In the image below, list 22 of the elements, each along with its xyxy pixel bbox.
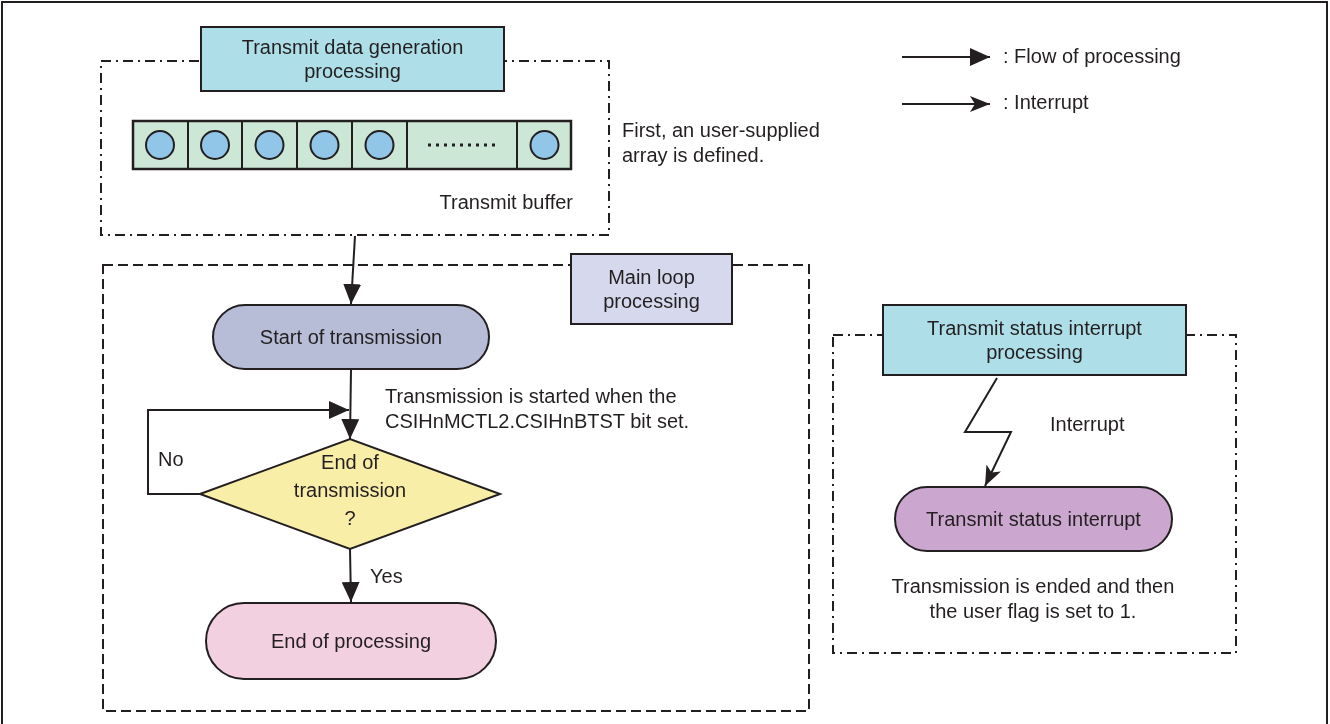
end-terminal: End of processing <box>205 602 497 680</box>
dash-dot-frame <box>100 26 610 236</box>
decision-text: End of transmission ? <box>292 450 408 531</box>
start-terminal: Start of transmission <box>212 304 490 370</box>
arrow <box>343 235 362 305</box>
buffer-array-drawing <box>132 120 572 170</box>
interrupt-terminal: Transmit status interrupt <box>894 486 1173 552</box>
arrow <box>341 548 360 603</box>
note-text: Transmit buffer <box>438 190 573 215</box>
process-title-box: Main loop processing <box>570 253 733 325</box>
note-text: Transmission is started when the CSIHnMCTL2.CSIHnBTST bit set. <box>385 384 691 434</box>
note-text: Transmission is ended and then the user flag is set to 1. <box>890 574 1176 624</box>
process-title-box: Transmit data generation processing <box>200 26 505 92</box>
loop-arrow <box>147 401 350 495</box>
legend-text: : Flow of processing <box>1003 44 1181 69</box>
arrow <box>341 369 360 440</box>
process-title-box: Transmit status interrupt processing <box>882 304 1187 376</box>
dash-dot-frame <box>832 304 1237 654</box>
legend-text: : Interrupt <box>1003 90 1089 115</box>
decision-diamond <box>200 439 500 549</box>
note-text: First, an user-supplied array is defined. <box>622 118 821 168</box>
interrupt-arrow <box>963 377 1013 487</box>
